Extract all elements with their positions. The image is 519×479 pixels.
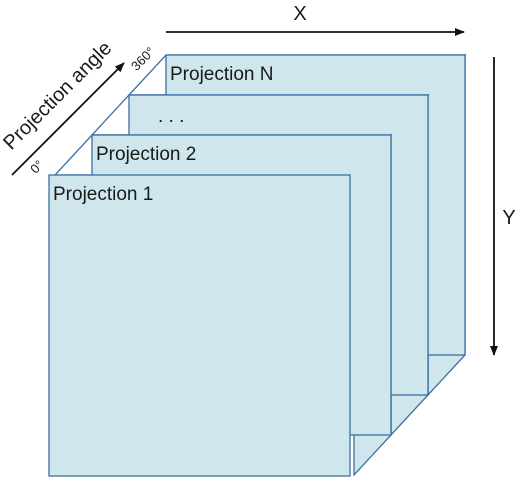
x-axis: X	[166, 3, 465, 36]
projection-2-label: Projection 2	[96, 144, 196, 165]
projection-1-panel: Projection 1	[48, 174, 351, 477]
projection-angle-arrow	[11, 62, 125, 176]
y-axis: Y	[490, 57, 516, 356]
y-axis-label: Y	[502, 207, 515, 229]
projection-n-label: Projection N	[170, 64, 274, 85]
projection-1-face	[48, 174, 351, 477]
x-axis-label: X	[293, 3, 306, 25]
projection-1-label: Projection 1	[53, 184, 153, 205]
projection-ellipsis-label: . . .	[158, 106, 184, 127]
angle-start-label: 0°	[27, 157, 46, 176]
